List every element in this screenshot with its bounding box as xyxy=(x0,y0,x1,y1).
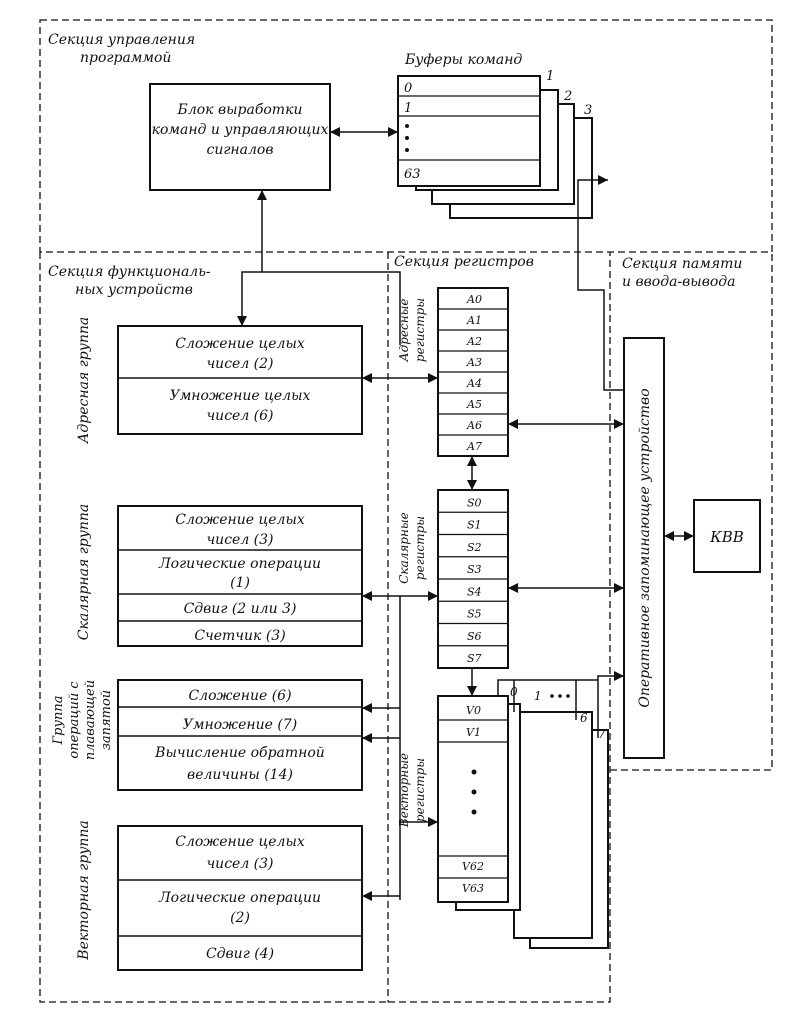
memory-section-title-1: Секция памяти xyxy=(622,256,742,272)
float-unit-2: Умножение (7) xyxy=(183,717,297,733)
address-unit-2-line-1: Умножение целых xyxy=(170,388,311,404)
scalar-unit-1-line-2: чисел (3) xyxy=(206,532,273,548)
instruction-buffer-0 xyxy=(397,75,541,187)
vector-bank-label-6: 6 xyxy=(580,711,588,725)
vector-register-file xyxy=(437,695,509,903)
scalar-group-label: Скалярная группа xyxy=(76,504,92,640)
vector-unit-1-line-2: чисел (3) xyxy=(206,856,273,872)
buffer-stack-label-1: 1 xyxy=(546,69,554,84)
address-register-a6: A6 xyxy=(466,419,482,432)
scalar-unit-4: Счетчик (3) xyxy=(194,628,285,644)
control-section-border xyxy=(39,19,773,253)
address-register-a7: A7 xyxy=(466,440,482,453)
main-memory-label: Оперативное запоминающее устройство xyxy=(637,388,653,707)
address-group-label: Адресная группа xyxy=(76,317,92,444)
float-unit-3-line-2: величины (14) xyxy=(187,767,293,783)
control-section-title-2: программой xyxy=(80,50,171,66)
scalar-unit-3: Сдвиг (2 или 3) xyxy=(184,601,297,617)
section-boundaries xyxy=(39,19,773,1003)
vector-unit-3: Сдвиг (4) xyxy=(206,946,274,962)
scalar-register-s7: S7 xyxy=(467,652,482,665)
vector-unit-1-line-1: Сложение целых xyxy=(175,834,305,850)
scalar-register-s5: S5 xyxy=(467,608,482,621)
command-block: Блок выработки команд и управляющих сигн… xyxy=(149,83,331,191)
scalar-register-s6: S6 xyxy=(467,630,482,643)
functional-section-title-2: ных устройств xyxy=(75,282,193,298)
vector-group-label: Векторная группа xyxy=(76,820,92,960)
vector-unit-2-line-2: (2) xyxy=(230,910,250,926)
float-unit-3-line-1: Вычисление обратной xyxy=(154,745,325,761)
address-register-a3: A3 xyxy=(466,356,482,369)
registers-section-title: Секция регистров xyxy=(394,254,534,270)
vector-registers-label-1: Векторные xyxy=(397,753,411,828)
buffer-row-0: 0 xyxy=(404,81,412,96)
address-unit-1-line-2: чисел (2) xyxy=(206,356,273,372)
vector-unit-2-line-1: Логические операции xyxy=(158,890,321,906)
buffer-stack-label-2: 2 xyxy=(563,89,572,104)
scalar-register-s0: S0 xyxy=(467,496,482,509)
instruction-buffers: Буферы команд 0 1 63 1 2 3 xyxy=(397,52,593,219)
address-registers-label-2: регистры xyxy=(413,298,427,362)
memory-to-buffers-link xyxy=(577,179,624,391)
float-group-label-2: операций с xyxy=(67,681,82,759)
scalar-register-s1: S1 xyxy=(467,519,482,532)
scalar-unit-2-line-2: (1) xyxy=(230,575,250,591)
control-section-title-1: Секция управления xyxy=(48,32,195,48)
buffer-row-1: 1 xyxy=(404,101,412,116)
command-block-line-3: сигналов xyxy=(207,142,274,158)
scalar-register-s3: S3 xyxy=(467,563,482,576)
io-unit-label: КВВ xyxy=(709,528,744,546)
vector-register-bank-1 xyxy=(513,711,593,939)
scalar-unit-2-line-1: Логические операции xyxy=(158,556,321,572)
float-group-label-1: Группа xyxy=(51,696,66,746)
scalar-registers-label-2: регистры xyxy=(413,516,427,580)
address-register-a5: A5 xyxy=(466,398,482,411)
float-group-units: Сложение (6) Умножение (7) Вычисление об… xyxy=(117,679,363,791)
command-block-line-2: команд и управляющих xyxy=(152,122,329,138)
io-unit xyxy=(693,499,761,573)
address-group-units: Сложение целых чисел (2) Умножение целых… xyxy=(117,325,363,435)
vector-register-v0: V0 xyxy=(466,704,481,717)
registers-section-border xyxy=(388,252,611,1003)
memory-section-border xyxy=(610,252,773,771)
functional-section-border xyxy=(39,252,388,1003)
address-registers-label-1: Адресные xyxy=(397,299,411,363)
main-memory-unit xyxy=(623,337,665,759)
functional-section-title-1: Секция функциональ- xyxy=(48,264,211,280)
address-register-a1: A1 xyxy=(466,314,482,327)
memory-section-title-2: и ввода-вывода xyxy=(622,274,736,290)
vector-register-v1: V1 xyxy=(466,726,481,739)
command-block-line-1: Блок выработки xyxy=(177,102,303,118)
scalar-group-units: Сложение целых чисел (3) Логические опер… xyxy=(117,505,363,647)
buffer-stack-label-3: 3 xyxy=(584,103,592,118)
vector-register-v63: V63 xyxy=(462,882,484,895)
float-group-label-3: плавающей xyxy=(83,680,98,760)
address-unit-2-line-2: чисел (6) xyxy=(206,408,273,424)
vector-group-units: Сложение целых чисел (3) Логические опер… xyxy=(117,825,363,971)
float-unit-1: Сложение (6) xyxy=(188,688,291,704)
address-register-a0: A0 xyxy=(466,293,482,306)
vector-register-v62: V62 xyxy=(462,860,484,873)
vector-bank-label-1: 1 xyxy=(534,689,542,703)
scalar-register-s2: S2 xyxy=(467,541,482,554)
command-to-functional-connection xyxy=(241,271,262,326)
scalar-register-s4: S4 xyxy=(467,585,482,598)
address-register-a2: A2 xyxy=(466,335,482,348)
buffer-row-63: 63 xyxy=(404,167,421,182)
instruction-buffers-title: Буферы команд xyxy=(404,52,522,68)
address-unit-1-line-1: Сложение целых xyxy=(175,336,305,352)
vector-registers-label-2: регистры xyxy=(413,758,427,822)
scalar-registers-label-1: Скалярные xyxy=(397,512,411,584)
scalar-unit-1-line-1: Сложение целых xyxy=(175,512,305,528)
vector-bank-label-7: 7 xyxy=(598,727,606,741)
address-register-a4: A4 xyxy=(466,377,482,390)
float-group-label-4: запятой xyxy=(99,690,114,750)
